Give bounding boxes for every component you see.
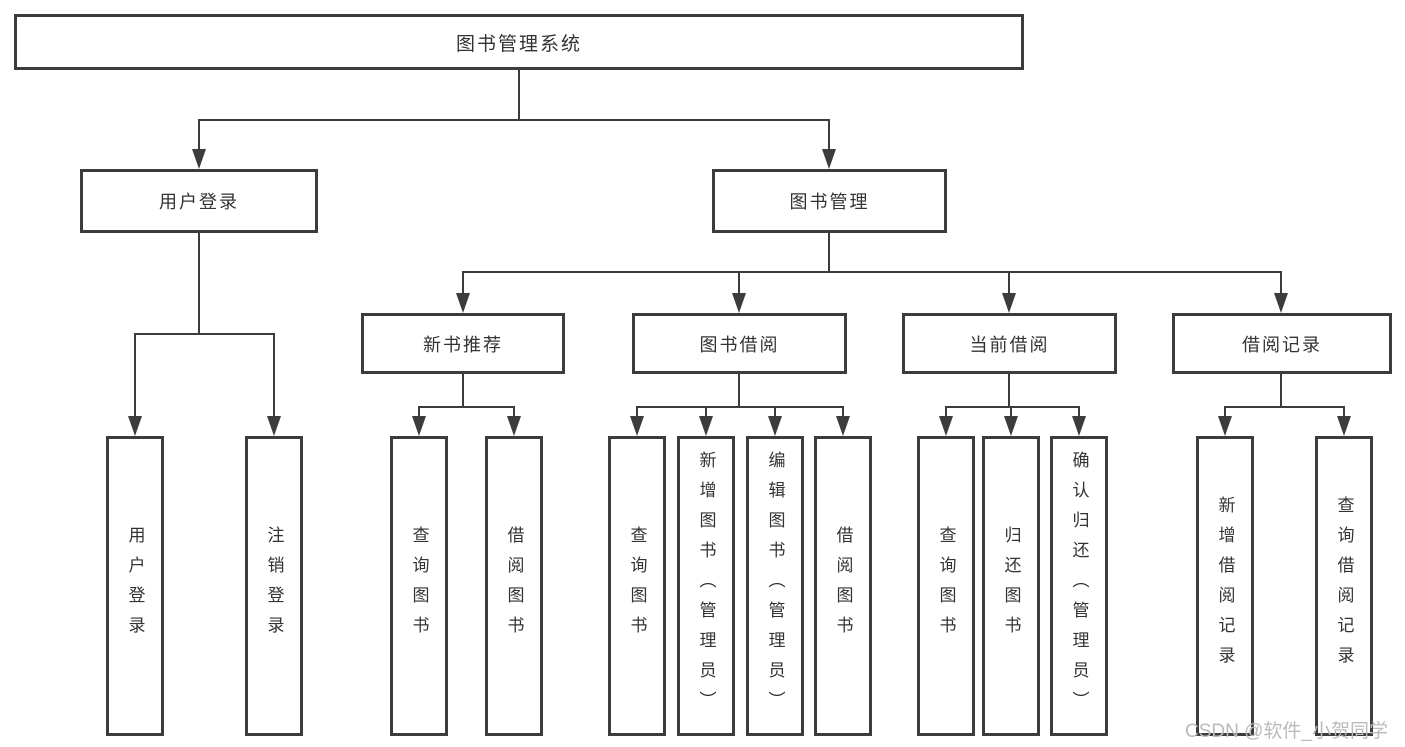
node-book-borrow: 图书借阅 — [632, 313, 847, 374]
arrow-down-icon — [1274, 293, 1288, 313]
connector-line — [513, 406, 515, 416]
leaf-cb-return-books: 归还图书 — [982, 436, 1040, 736]
leaf-nb-query-books: 查询图书 — [390, 436, 448, 736]
arrow-down-icon — [192, 149, 206, 169]
node-user-login: 用户登录 — [80, 169, 318, 233]
leaf-br-add-record: 新增借阅记录 — [1196, 436, 1254, 736]
arrow-down-icon — [939, 416, 953, 436]
connector-line — [828, 119, 830, 149]
connector-line — [198, 119, 830, 121]
connector-line — [134, 333, 275, 335]
arrow-down-icon — [456, 293, 470, 313]
connector-line — [1280, 374, 1282, 407]
connector-line — [636, 406, 844, 408]
connector-line — [774, 406, 776, 416]
connector-line — [462, 271, 464, 293]
arrow-down-icon — [1218, 416, 1232, 436]
leaf-bb-query-books: 查询图书 — [608, 436, 666, 736]
connector-line — [945, 406, 1080, 408]
arrow-down-icon — [822, 149, 836, 169]
leaf-logout: 注销登录 — [245, 436, 303, 736]
arrow-down-icon — [1337, 416, 1351, 436]
watermark: CSDN @软件_小贺同学 — [1185, 721, 1388, 742]
connector-line — [705, 406, 707, 416]
connector-line — [134, 333, 136, 416]
leaf-user-login: 用户登录 — [106, 436, 164, 736]
connector-line — [1008, 271, 1010, 293]
connector-line — [738, 374, 740, 407]
connector-line — [636, 406, 638, 416]
connector-line — [198, 119, 200, 149]
leaf-bb-edit-books-admin: 编辑图书（管理员） — [746, 436, 804, 736]
leaf-bb-borrow-books: 借阅图书 — [814, 436, 872, 736]
connector-line — [518, 70, 520, 119]
connector-line — [1343, 406, 1345, 416]
arrow-down-icon — [1002, 293, 1016, 313]
leaf-cb-confirm-return-admin: 确认归还（管理员） — [1050, 436, 1108, 736]
connector-line — [1010, 406, 1012, 416]
connector-line — [418, 406, 515, 408]
connector-line — [198, 233, 200, 334]
arrow-down-icon — [412, 416, 426, 436]
arrow-down-icon — [1004, 416, 1018, 436]
connector-line — [273, 333, 275, 416]
arrow-down-icon — [836, 416, 850, 436]
connector-line — [1224, 406, 1345, 408]
arrow-down-icon — [732, 293, 746, 313]
arrow-down-icon — [1072, 416, 1086, 436]
connector-line — [462, 374, 464, 407]
arrow-down-icon — [267, 416, 281, 436]
connector-line — [738, 271, 740, 293]
connector-line — [1224, 406, 1226, 416]
arrow-down-icon — [128, 416, 142, 436]
connector-line — [1078, 406, 1080, 416]
connector-line — [828, 233, 830, 272]
connector-line — [945, 406, 947, 416]
node-book-management: 图书管理 — [712, 169, 947, 233]
arrow-down-icon — [507, 416, 521, 436]
node-new-book-recommend: 新书推荐 — [361, 313, 565, 374]
leaf-cb-query-books: 查询图书 — [917, 436, 975, 736]
node-root: 图书管理系统 — [14, 14, 1024, 70]
leaf-nb-borrow-books: 借阅图书 — [485, 436, 543, 736]
connector-line — [418, 406, 420, 416]
node-borrow-record: 借阅记录 — [1172, 313, 1392, 374]
arrow-down-icon — [630, 416, 644, 436]
connector-line — [1280, 271, 1282, 293]
node-current-borrow: 当前借阅 — [902, 313, 1117, 374]
connector-line — [462, 271, 1282, 273]
arrow-down-icon — [699, 416, 713, 436]
arrow-down-icon — [768, 416, 782, 436]
connector-line — [1008, 374, 1010, 407]
leaf-bb-add-books-admin: 新增图书（管理员） — [677, 436, 735, 736]
connector-line — [842, 406, 844, 416]
leaf-br-query-record: 查询借阅记录 — [1315, 436, 1373, 736]
